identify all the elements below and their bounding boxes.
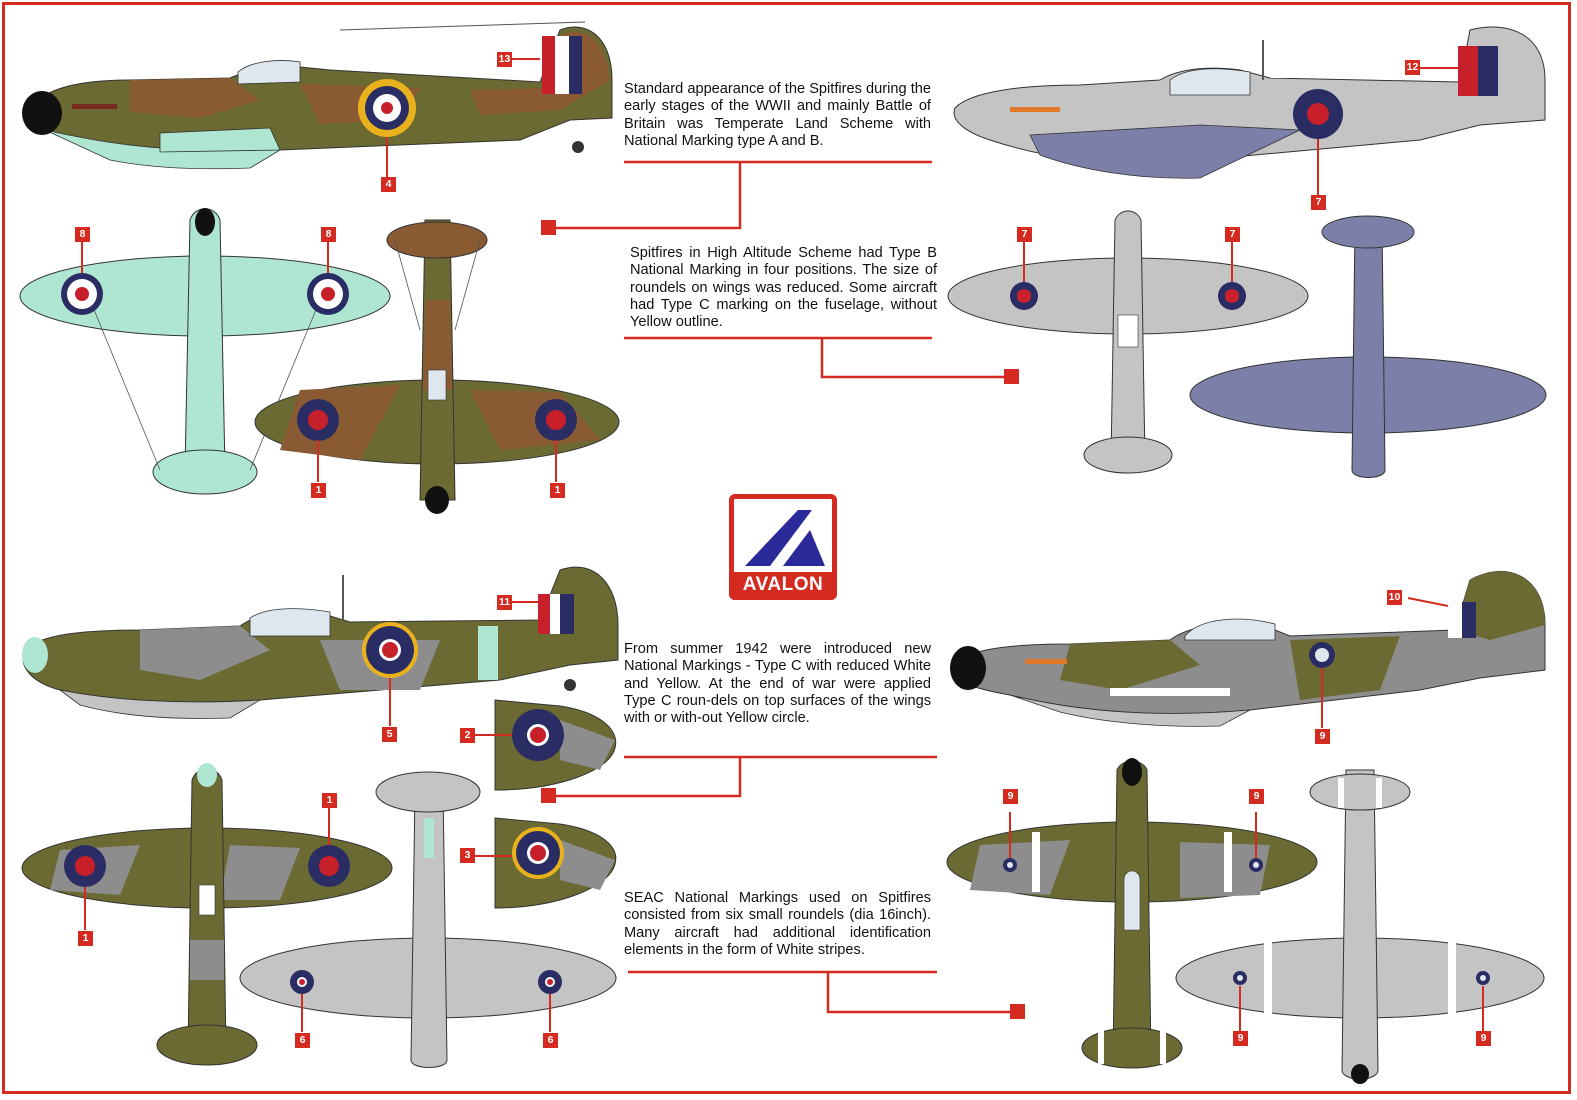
callout-tag: 9	[1476, 1031, 1491, 1046]
callout-tag: 12	[1405, 60, 1420, 75]
description-type-c-markings: From summer 1942 were introduced new Nat…	[624, 641, 931, 727]
avalon-logo: AVALON	[729, 494, 837, 600]
spitfire-underside-type-c	[239, 771, 617, 1068]
spitfire-side-profile-seac	[950, 571, 1546, 727]
spitfire-underside-pru-blue	[1189, 215, 1547, 478]
callout-tag: 9	[1249, 789, 1264, 804]
callout-tag: 13	[497, 52, 512, 67]
callout-tag: 7	[1017, 227, 1032, 242]
spitfire-side-profile-high-altitude	[953, 26, 1546, 179]
wing-detail-type-c	[494, 699, 617, 909]
callout-tag: 10	[1387, 590, 1402, 605]
spitfire-topside-high-altitude	[947, 210, 1309, 474]
callout-tag: 1	[311, 483, 326, 498]
callout-tag: 1	[78, 931, 93, 946]
spitfire-topside-type-c	[21, 763, 393, 1066]
callout-tag: 2	[460, 728, 475, 743]
callout-tag: 8	[321, 227, 336, 242]
description-high-altitude-scheme: Spitfires in High Altitude Scheme had Ty…	[630, 245, 937, 331]
callout-tag: 7	[1225, 227, 1240, 242]
spitfire-topside-seac	[946, 758, 1318, 1069]
callout-tag: 1	[550, 483, 565, 498]
description-seac-markings: SEAC National Markings used on Spitfires…	[624, 890, 931, 958]
callout-tag: 1	[322, 793, 337, 808]
callout-tag: 4	[381, 177, 396, 192]
callout-tag: 5	[382, 727, 397, 742]
leader-lines	[553, 160, 1018, 1014]
spitfire-underside-sky	[19, 208, 391, 495]
spitfire-topside-temperate	[254, 219, 620, 514]
callout-tag: 9	[1233, 1031, 1248, 1046]
callout-tag: 8	[75, 227, 90, 242]
callout-tag: 11	[497, 595, 512, 610]
callout-tag: 9	[1003, 789, 1018, 804]
spitfire-side-profile-temperate	[22, 21, 613, 170]
description-temperate-land-scheme: Standard appearance of the Spitfires dur…	[624, 81, 931, 149]
callout-tag: 6	[543, 1033, 558, 1048]
spitfire-side-profile-type-c	[22, 566, 619, 719]
callout-tag: 3	[460, 848, 475, 863]
logo-text: AVALON	[742, 574, 824, 595]
callout-tag: 9	[1315, 729, 1330, 744]
spitfire-underside-seac	[1175, 769, 1545, 1084]
callout-tag: 6	[295, 1033, 310, 1048]
callout-tag: 7	[1311, 195, 1326, 210]
